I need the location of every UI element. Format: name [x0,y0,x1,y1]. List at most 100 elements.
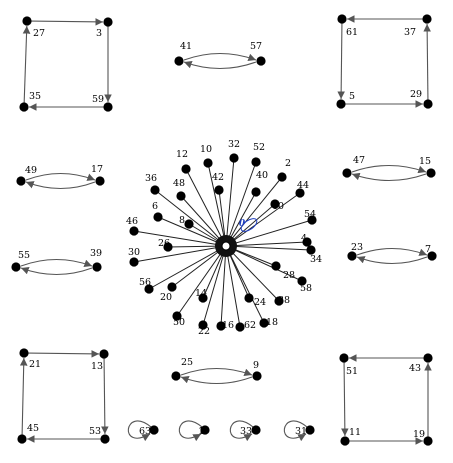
node-16 [216,321,226,331]
node-40 [251,187,261,197]
edge-55-39 [20,259,93,267]
edge-0-34 [225,245,312,251]
node-label-11: 11 [349,427,361,438]
node-28 [271,261,281,271]
node-48 [176,191,186,201]
node-label-61: 61 [346,27,358,38]
node-18 [259,318,269,328]
node-10 [203,158,213,168]
node-label-27: 27 [33,28,45,39]
node-53 [100,434,110,444]
edge-0-54 [225,219,313,247]
node-22 [198,320,208,330]
node-label-12: 12 [176,149,188,160]
node-57 [256,56,266,66]
node-label-20: 20 [160,292,172,303]
node-30 [129,257,139,267]
edge-47-15 [351,165,427,174]
node-label-44: 44 [297,180,309,191]
node-27 [22,16,32,26]
edge-0-16 [220,245,227,327]
node-label-10: 10 [200,144,212,155]
node-20 [167,282,177,292]
node-label-8: 8 [179,215,185,226]
edge-45-21 [19,357,28,436]
node-label-56: 56 [139,277,151,288]
node-label-43: 43 [409,363,421,374]
edge-51-11 [340,361,349,437]
node-34 [306,245,316,255]
node-63 [149,425,159,435]
node-label-62: 62 [244,320,256,331]
edge-27-3 [30,17,104,26]
node-47 [342,168,352,178]
edge-49-17 [25,173,96,181]
edge-0-56 [148,245,227,290]
node-label-19: 19 [413,429,425,440]
node-label-29: 29 [410,89,422,100]
edge-0-50 [176,245,227,317]
edge-0-46 [133,230,227,247]
node-14 [198,293,208,303]
node-label-4: 4 [301,233,307,244]
node-7 [427,251,437,261]
edge-0-52 [225,161,257,247]
node-label-51: 51 [346,366,358,377]
node-label-31: 31 [295,426,307,437]
node-17 [95,176,105,186]
node-label-58: 58 [300,283,312,294]
node-label-47: 47 [353,155,365,166]
self-loop-33 [229,420,254,442]
edge-0-58 [225,245,303,282]
node-26 [163,242,173,252]
node-label-1: 1 [198,426,204,437]
node-23 [347,251,357,261]
node-9 [252,371,262,381]
node-label-53: 53 [89,426,101,437]
edge-57-41 [183,60,257,69]
node-6 [153,212,163,222]
self-loop-1 [178,420,203,442]
node-12 [181,164,191,174]
node-56 [144,284,154,294]
hub-self-loop [240,218,258,232]
node-52 [251,157,261,167]
edge-0-12 [185,168,227,247]
self-loop-63 [127,420,152,442]
node-label-17: 17 [91,164,103,175]
node-label-9: 9 [253,360,259,371]
node-label-39: 39 [90,248,102,259]
edge-21-13 [27,349,100,358]
edge-13-53 [101,357,109,435]
edge-0-38 [225,245,280,302]
node-label-24: 24 [254,297,266,308]
node-31 [305,425,315,435]
node-label-21: 21 [29,359,41,370]
node-38 [274,296,284,306]
edge-0-44 [225,192,301,247]
node-54 [307,215,317,225]
edge-61-5 [337,22,345,100]
node-label-13: 13 [91,361,103,372]
node-label-50: 50 [173,317,185,328]
node-15 [426,168,436,178]
node-5 [336,99,346,109]
edge-0-6 [157,216,227,247]
edge-0-30 [133,245,227,263]
edge-15-47 [351,172,427,181]
edge-29-37 [423,23,431,101]
node-44 [295,188,305,198]
node-label-30: 30 [128,247,140,258]
node-label-54: 54 [304,209,316,220]
node-label-3: 3 [96,28,102,39]
node-label-46: 46 [126,216,138,227]
hub-center [221,241,231,251]
node-11 [340,436,350,446]
node-label-57: 57 [250,41,262,52]
node-61 [337,14,347,24]
node-label-22: 22 [198,326,210,337]
node-label-25: 25 [181,357,193,368]
node-label-15: 15 [419,156,431,167]
node-36 [150,185,160,195]
